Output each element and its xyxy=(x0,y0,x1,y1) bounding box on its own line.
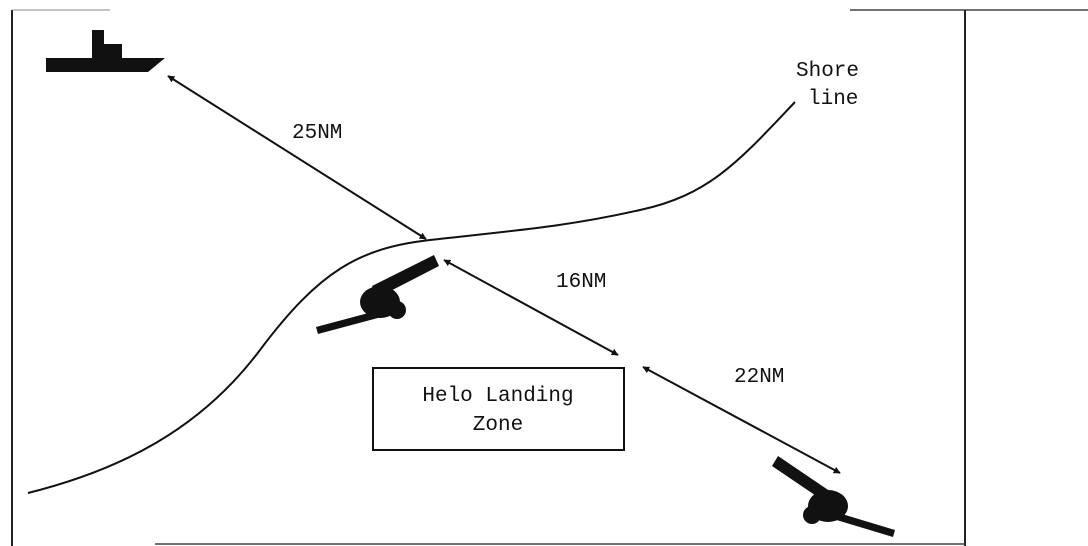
landing-zone-label-2: Zone xyxy=(473,414,523,437)
arrow-landing-zone-to-gun xyxy=(642,366,841,474)
artillery-icon xyxy=(772,456,895,537)
shore-line-label-2: line xyxy=(808,88,858,111)
shoreline-curve xyxy=(27,101,796,494)
shore-line-label: Shore xyxy=(796,60,859,83)
arrow-ship-to-shore xyxy=(167,75,427,240)
ship-icon xyxy=(46,30,165,72)
diagram-frame xyxy=(11,9,1088,546)
helo-landing-zone-box xyxy=(372,367,625,451)
distance-label-16nm: 16NM xyxy=(556,271,606,294)
landing-zone-label: Helo Landing xyxy=(422,385,573,408)
artillery-icon xyxy=(316,255,439,334)
arrow-gun-to-landing-zone xyxy=(443,259,619,356)
distance-label-22nm: 22NM xyxy=(734,366,784,389)
distance-label-25nm: 25NM xyxy=(292,122,342,145)
